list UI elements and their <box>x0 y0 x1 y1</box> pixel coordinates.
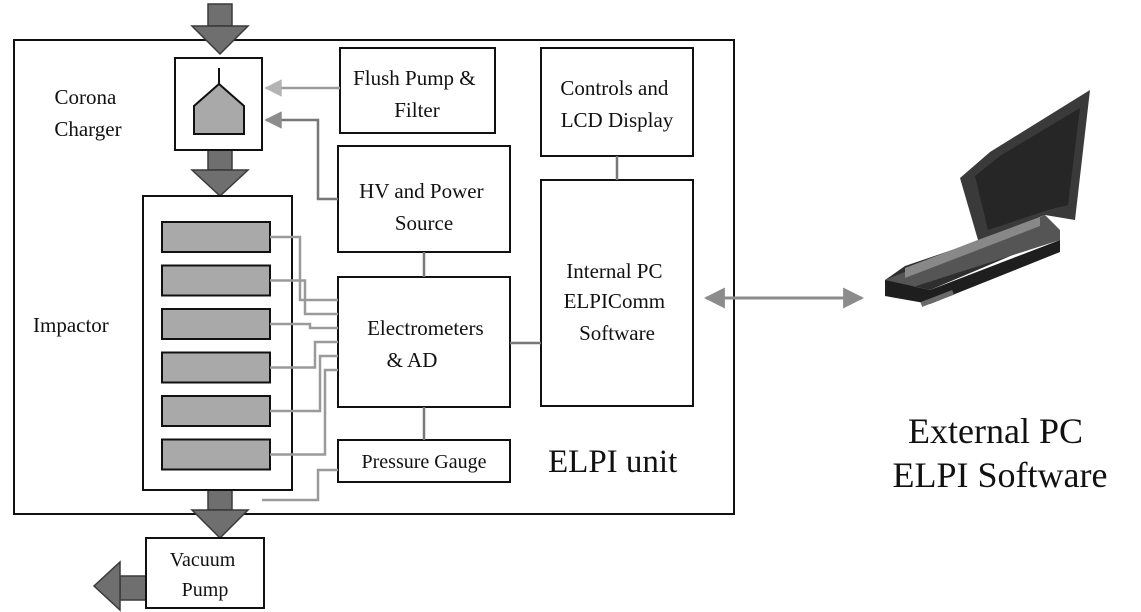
electrometers-box <box>338 277 510 407</box>
impactor-stage <box>162 266 270 296</box>
pressure-gauge-label: Pressure Gauge <box>362 451 487 473</box>
impactor-stage <box>162 396 270 426</box>
charger-to-impactor-arrow <box>192 150 248 196</box>
inlet-arrow <box>192 4 248 54</box>
internal-pc-label: Internal PC ELPIComm Software <box>564 259 671 345</box>
external-pc-label: External PC ELPI Software <box>893 411 1108 495</box>
impactor-stage <box>162 309 270 339</box>
impactor-stage <box>162 353 270 383</box>
controls-box <box>541 48 693 156</box>
impactor-label: Impactor <box>33 313 109 337</box>
elpi-unit-label: ELPI unit <box>548 444 677 480</box>
impactor-stage <box>162 222 270 252</box>
impactor-to-pump-arrow <box>192 490 248 538</box>
laptop-icon <box>885 90 1090 307</box>
impactor-stage <box>162 440 270 470</box>
exhaust-arrow <box>94 562 148 610</box>
corona-charger-label: Corona Charger <box>54 85 121 141</box>
